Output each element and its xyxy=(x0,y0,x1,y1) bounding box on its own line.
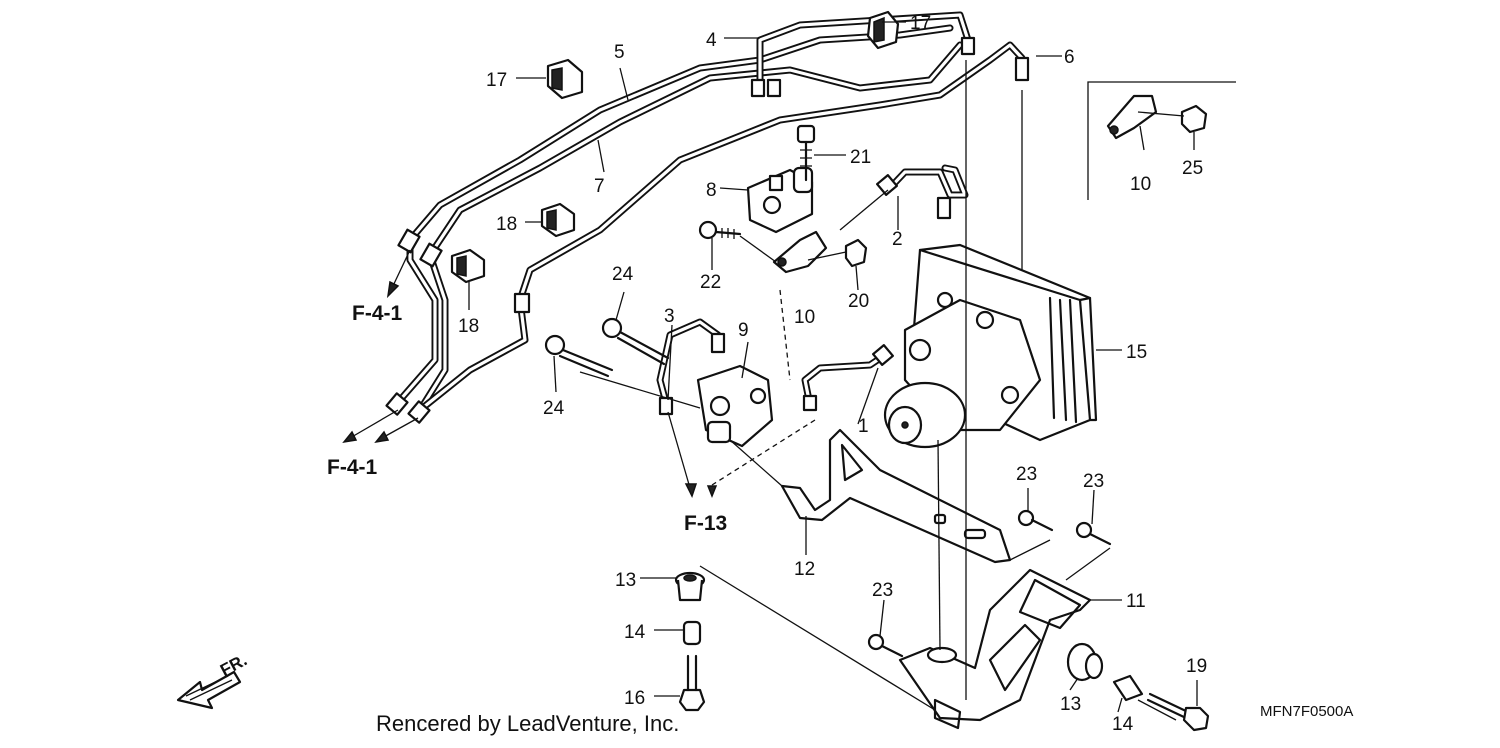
callout-label: 2 xyxy=(892,229,903,250)
callout-label: 23 xyxy=(1083,471,1104,492)
callout-label: 5 xyxy=(614,42,625,63)
callout-label: 6 xyxy=(1064,47,1075,68)
callout-label: 17 xyxy=(486,70,507,91)
clip-17-top[interactable] xyxy=(866,10,900,50)
callout-label: 12 xyxy=(794,559,815,580)
joint-9[interactable] xyxy=(696,364,774,448)
brake-line-2[interactable] xyxy=(884,164,969,199)
callout-labels: 1 2 3 4 5 6 7 8 9 10 10 11 12 13 13 14 1… xyxy=(458,13,1207,735)
bolt-19[interactable] xyxy=(1146,692,1210,732)
callout-label: 17 xyxy=(910,13,931,34)
callout-label: 10 xyxy=(1130,174,1151,195)
callout-label: 13 xyxy=(615,570,636,591)
collar-14-right[interactable] xyxy=(1112,674,1144,702)
reference-labels: F-4-1 F-4-1 F-13 xyxy=(327,302,727,535)
clamp-10-center[interactable] xyxy=(772,230,828,274)
callout-label: 15 xyxy=(1126,342,1147,363)
callout-label: 3 xyxy=(664,306,675,327)
callout-label: 18 xyxy=(496,214,517,235)
callout-label: 24 xyxy=(543,398,565,419)
brake-line-3[interactable] xyxy=(656,318,722,414)
clamp-10-right[interactable] xyxy=(1106,94,1158,140)
callout-label: 21 xyxy=(850,147,871,168)
callout-label: 14 xyxy=(624,622,646,643)
callout-label: 23 xyxy=(1016,464,1037,485)
brake-line-4[interactable] xyxy=(756,11,972,94)
callout-label: 19 xyxy=(1186,656,1207,677)
collar-14-left[interactable] xyxy=(682,620,702,646)
collar-25[interactable] xyxy=(1180,104,1208,134)
bolt-24-upper[interactable] xyxy=(601,317,670,366)
callout-label: 8 xyxy=(706,180,717,201)
direction-label: FR. xyxy=(217,650,250,680)
bracket-11[interactable] xyxy=(898,568,1092,730)
clip-18-upper[interactable] xyxy=(540,202,576,238)
callout-label: 16 xyxy=(624,688,645,709)
reference-label: F-13 xyxy=(684,512,727,535)
abs-modulator-15[interactable] xyxy=(883,243,1098,449)
bolt-16[interactable] xyxy=(678,654,706,712)
callout-label: 20 xyxy=(848,291,869,312)
joint-8[interactable] xyxy=(746,166,814,234)
reference-arrows xyxy=(342,249,718,499)
collar-20[interactable] xyxy=(844,238,868,268)
clip-18-lower[interactable] xyxy=(450,248,486,284)
brake-line-6[interactable] xyxy=(516,41,1026,304)
brake-line-left-down-a[interactable] xyxy=(396,236,439,404)
clip-17-left[interactable] xyxy=(546,58,584,100)
callout-label: 11 xyxy=(1126,591,1146,612)
bolt-21[interactable] xyxy=(796,124,816,182)
callout-label: 23 xyxy=(872,580,893,601)
callout-label: 14 xyxy=(1112,714,1134,735)
brake-line-7[interactable] xyxy=(426,41,964,259)
grommet-13-left[interactable] xyxy=(674,571,706,602)
routing-dashes xyxy=(711,289,816,486)
callout-label: 10 xyxy=(794,307,815,328)
diagram-code: MFN7F0500A xyxy=(1260,703,1353,720)
callout-label: 13 xyxy=(1060,694,1081,715)
bracket-12[interactable] xyxy=(780,428,1012,564)
bolt-23-a[interactable] xyxy=(1017,509,1054,532)
callout-label: 22 xyxy=(700,272,721,293)
callout-label: 18 xyxy=(458,316,479,337)
bolt-24-lower[interactable] xyxy=(544,334,614,378)
bolt-23-c[interactable] xyxy=(867,633,904,658)
callout-label: 4 xyxy=(706,30,717,51)
bolt-22[interactable] xyxy=(698,220,742,240)
front-direction-arrow-icon xyxy=(176,670,242,710)
bolt-23-b[interactable] xyxy=(1075,521,1112,546)
brake-line-5[interactable] xyxy=(406,24,954,244)
callout-label: 1 xyxy=(858,416,869,437)
reference-label: F-4-1 xyxy=(352,302,402,325)
grommet-13-right[interactable] xyxy=(1066,642,1104,682)
callout-label: 25 xyxy=(1182,158,1203,179)
callout-label: 9 xyxy=(738,320,749,341)
callout-label: 7 xyxy=(594,176,605,197)
brake-line-center-down[interactable] xyxy=(416,296,529,414)
credit-text: Rencered by LeadVenture, Inc. xyxy=(376,711,679,736)
callout-label: 24 xyxy=(612,264,634,285)
brake-line-1[interactable] xyxy=(801,351,889,409)
tube-fittings xyxy=(385,36,1030,424)
leader-lines xyxy=(468,21,1236,721)
brake-line-left-down-b[interactable] xyxy=(416,251,449,414)
reference-label: F-4-1 xyxy=(327,456,377,479)
